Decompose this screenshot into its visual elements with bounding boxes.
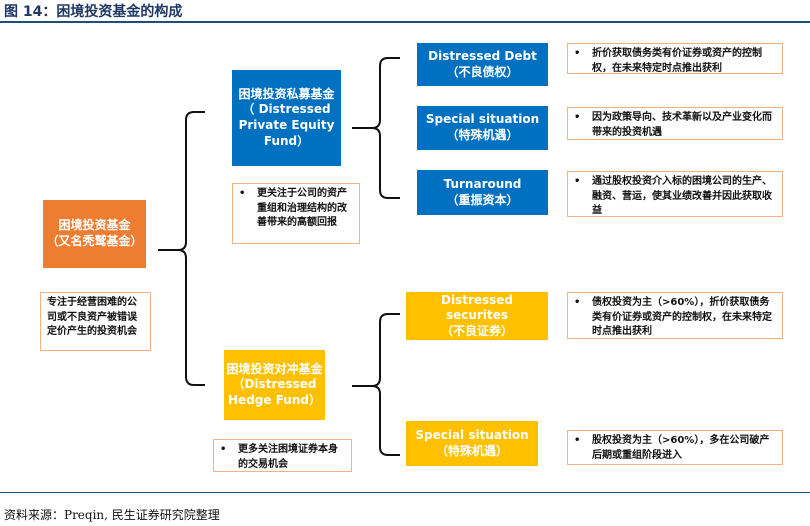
pe-special-situation-description: • 因为政策导向、技术革新以及产业变化而带来的投资机遇 [567, 107, 783, 140]
node-label-zh: （不良证券） [440, 323, 513, 338]
desc-text: 因为政策导向、技术革新以及产业变化而带来的投资机遇 [592, 112, 772, 138]
root-description: 专注于经营困难的公司或不良资产被错误定价产生的投资机会 [40, 292, 151, 351]
node-label-zh: （重振资本） [446, 192, 519, 207]
turnaround-description: • 通过股权投资介入标的困境公司的生产、融资、营运，使其业绩改善并因此获取收益 [567, 171, 783, 217]
pe-desc-text: 更关注于公司的资产重组和治理结构的改善带来的高额回报 [257, 188, 347, 228]
hedge-desc-text: 更多关注困境证券本身的交易机会 [238, 444, 338, 470]
pe-description: • 更关注于公司的资产重组和治理结构的改善带来的高额回报 [232, 183, 360, 244]
node-label-zh: （特殊机遇） [435, 443, 508, 458]
hedge-description: • 更多关注困境证券本身的交易机会 [213, 439, 352, 472]
bullet: • [220, 444, 227, 455]
pe-label-en: （ Distressed Private Equity Fund） [238, 102, 335, 148]
node-label-en: Distressed Debt [428, 48, 537, 63]
pe-fund-node: 困境投资私募基金 （ Distressed Private Equity Fun… [232, 70, 341, 166]
turnaround-node: Turnaround（重振资本） [417, 170, 548, 215]
node-label-en: Distressed securites [440, 292, 514, 323]
bullet: • [239, 188, 246, 199]
bullet: • [574, 176, 581, 187]
pe-label: 困境投资私募基金 [238, 86, 335, 101]
hedge-special-situation-node: Special situation（特殊机遇） [406, 421, 538, 466]
bullet: • [574, 112, 581, 123]
hedge-special-situation-description: • 股权投资为主（>60%），多在公司破产后期或重组阶段进入 [567, 430, 783, 465]
hedge-fund-node: 困境投资对冲基金 （Distressed Hedge Fund） [224, 350, 325, 420]
distressed-securities-description: • 债权投资为主（>60%），折价获取债务类有价证券或资产的控制权，在未来特定时点… [567, 292, 783, 339]
hedge-label: 困境投资对冲基金 [226, 361, 323, 376]
node-label-en: Turnaround [443, 176, 522, 191]
bracket-pe [352, 57, 400, 199]
node-label-zh: （特殊机遇） [446, 128, 519, 142]
bullet: • [574, 297, 581, 308]
source-note: 资料来源：Preqin, 民生证券研究院整理 [4, 508, 220, 522]
node-label-zh: （不良债权） [446, 64, 519, 79]
root-node: 困境投资基金 （又名秃鹫基金） [43, 200, 146, 268]
bullet: • [574, 435, 581, 446]
node-label-en: Special situation [425, 112, 540, 127]
node-label-en: Special situation [415, 427, 529, 442]
footer-divider [0, 492, 810, 493]
distressed-securities-node: Distressed securites（不良证券） [406, 292, 548, 340]
title-divider [0, 21, 810, 23]
root-label: 困境投资基金 [58, 218, 131, 233]
desc-text: 债权投资为主（>60%），折价获取债务类有价证券或资产的控制权，在未来特定时点推… [592, 297, 772, 337]
pe-special-situation-node: Special situation（特殊机遇） [417, 106, 548, 150]
hedge-label-en: （Distressed Hedge Fund） [228, 377, 321, 407]
distressed-debt-node: Distressed Debt（不良债权） [417, 43, 548, 86]
figure-title: 图 14：困境投资基金的构成 [4, 4, 183, 20]
root-desc-text: 专注于经营困难的公司或不良资产被错误定价产生的投资机会 [47, 297, 137, 337]
desc-text: 通过股权投资介入标的困境公司的生产、融资、营运，使其业绩改善并因此获取收益 [592, 176, 772, 216]
desc-text: 股权投资为主（>60%），多在公司破产后期或重组阶段进入 [592, 435, 770, 461]
bracket-hedge [352, 313, 400, 456]
distressed-debt-description: • 折价获取债务类有价证券或资产的控制权，在未来特定时点推出获利 [567, 43, 783, 74]
bullet: • [574, 48, 581, 59]
root-alias: （又名秃鹫基金） [46, 234, 143, 248]
desc-text: 折价获取债务类有价证券或资产的控制权，在未来特定时点推出获利 [592, 48, 762, 74]
bracket-root [158, 111, 205, 386]
